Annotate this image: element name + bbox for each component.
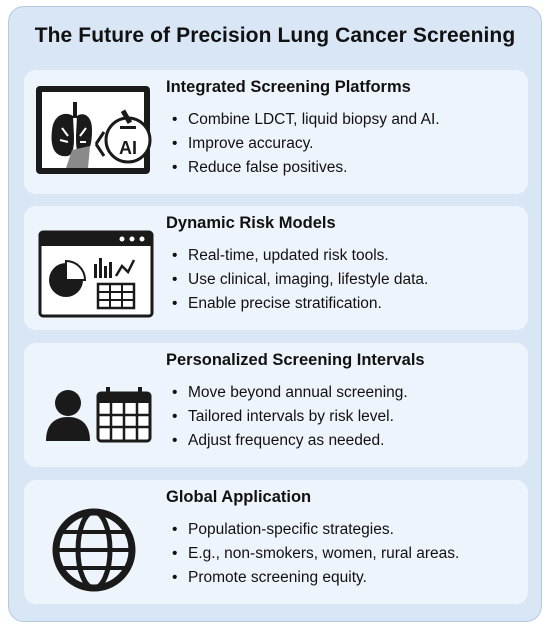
- bullet-list: Combine LDCT, liquid biopsy and AI. Impr…: [172, 108, 440, 180]
- list-item: Adjust frequency as needed.: [172, 429, 408, 453]
- bullet-list: Move beyond annual screening. Tailored i…: [172, 381, 408, 453]
- card-heading: Dynamic Risk Models: [166, 214, 336, 232]
- list-item: Promote screening equity.: [172, 566, 459, 590]
- list-item: Reduce false positives.: [172, 156, 440, 180]
- dashboard-charts-icon: [38, 230, 154, 318]
- list-item: Real-time, updated risk tools.: [172, 244, 428, 268]
- card-personalized-intervals: Personalized Screening Intervals Move be…: [24, 343, 528, 467]
- bullet-list: Real-time, updated risk tools. Use clini…: [172, 244, 428, 316]
- monitor-lungs-ai-icon: AI: [36, 86, 152, 174]
- list-item: Tailored intervals by risk level.: [172, 405, 408, 429]
- list-item: E.g., non-smokers, women, rural areas.: [172, 542, 459, 566]
- person-calendar-icon: [46, 387, 152, 443]
- list-item: Population-specific strategies.: [172, 518, 459, 542]
- card-global-application: Global Application Population-specific s…: [24, 480, 528, 604]
- ai-label: AI: [119, 138, 137, 158]
- card-heading: Integrated Screening Platforms: [166, 78, 411, 96]
- list-item: Improve accuracy.: [172, 132, 440, 156]
- list-item: Combine LDCT, liquid biopsy and AI.: [172, 108, 440, 132]
- card-integrated-screening: AI Integrated Screening Platforms Combin…: [24, 70, 528, 194]
- card-heading: Personalized Screening Intervals: [166, 351, 425, 369]
- card-heading: Global Application: [166, 488, 312, 506]
- bullet-list: Population-specific strategies. E.g., no…: [172, 518, 459, 590]
- card-dynamic-risk: Dynamic Risk Models Real-time, updated r…: [24, 206, 528, 330]
- list-item: Use clinical, imaging, lifestyle data.: [172, 268, 428, 292]
- page-title: The Future of Precision Lung Cancer Scre…: [34, 24, 516, 47]
- list-item: Enable precise stratification.: [172, 292, 428, 316]
- list-item: Move beyond annual screening.: [172, 381, 408, 405]
- globe-icon: [52, 508, 136, 592]
